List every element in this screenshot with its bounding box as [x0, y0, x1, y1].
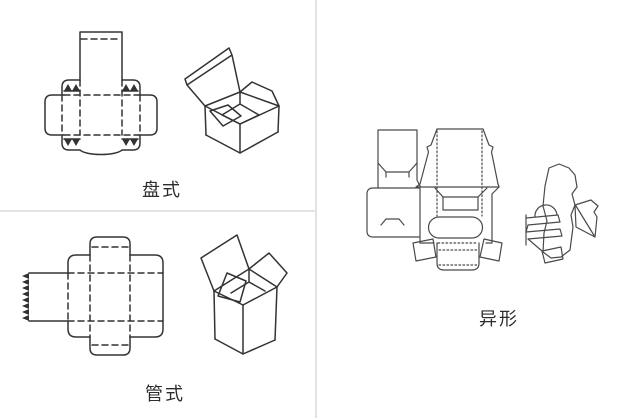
vertical-divider [315, 0, 317, 418]
tray-label: 盘式 [142, 180, 182, 200]
horizontal-divider [0, 210, 316, 212]
special-assembled-display-diagram [525, 163, 599, 264]
special-diecut-diagram [366, 128, 503, 271]
tube-diecut-diagram [22, 236, 164, 356]
tray-assembled-box-diagram [184, 47, 280, 154]
tray-diecut-diagram [44, 31, 158, 156]
special-label: 异形 [479, 309, 519, 329]
tube-assembled-box-diagram [200, 234, 288, 355]
tube-label: 管式 [145, 384, 185, 404]
